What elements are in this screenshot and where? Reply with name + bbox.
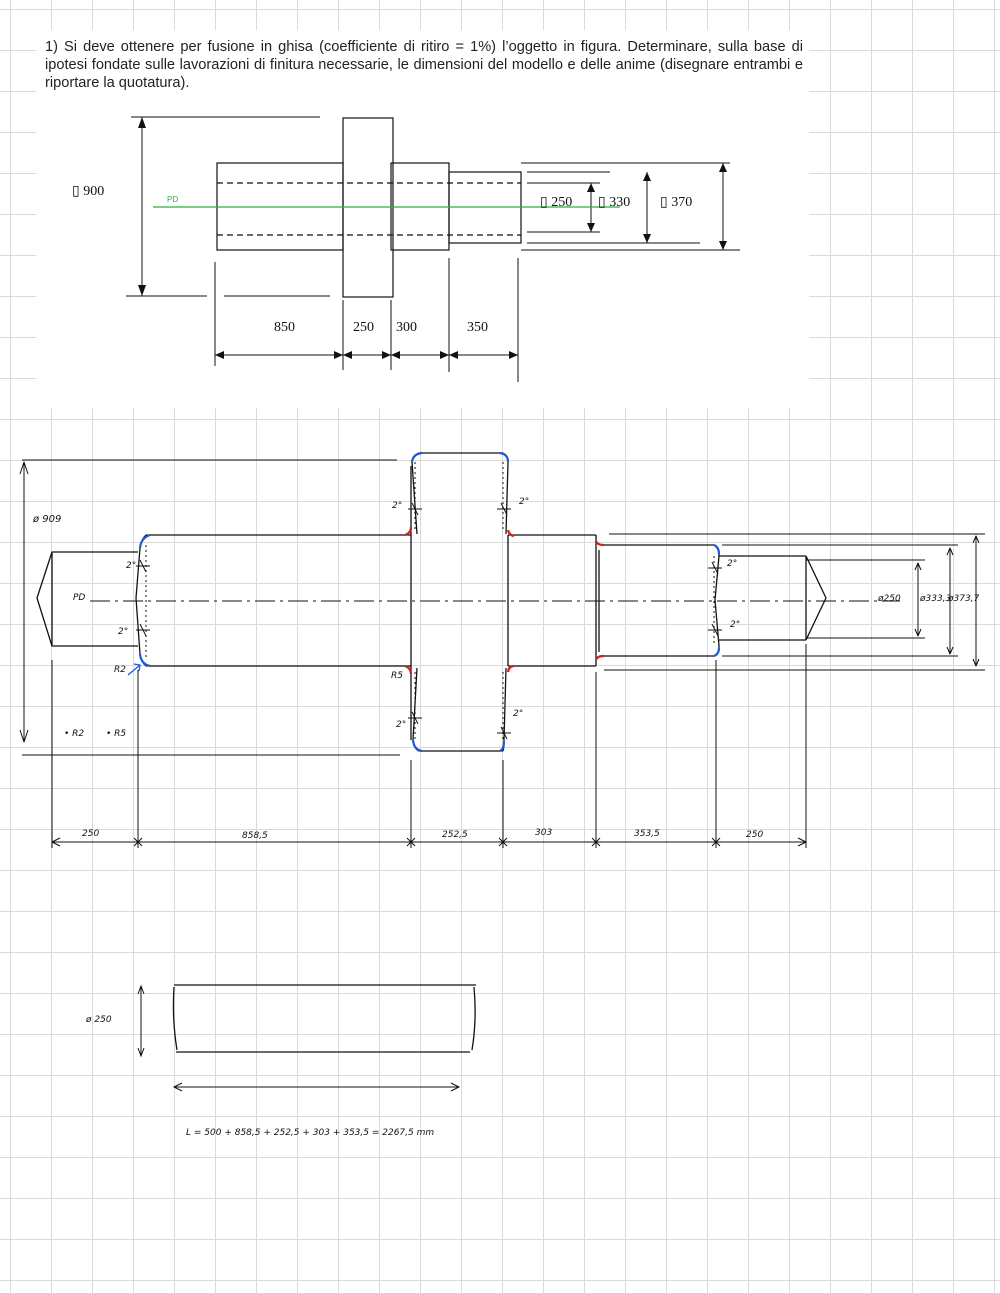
model-label-909: ø 909 [32, 514, 61, 525]
model-len-3: 303 [535, 828, 552, 838]
orig-label-250: ▯ 250 [540, 195, 572, 210]
orig-label-900: ▯ 900 [72, 184, 104, 199]
draft-label-7: 2° [727, 559, 737, 569]
orig-label-250-len: 250 [353, 320, 374, 335]
draft-label-6: 2° [513, 709, 523, 719]
printed-exercise-panel [36, 30, 809, 408]
orig-label-370: ▯ 370 [660, 195, 692, 210]
core-length-formula: L = 500 + 858,5 + 252,5 + 303 + 353,5 = … [186, 1128, 434, 1138]
model-core-print-left [36, 551, 138, 647]
original-drawing [126, 116, 740, 382]
draft-label-5: 2° [396, 720, 406, 730]
core-right-end [471, 986, 476, 1051]
core-left-end [172, 986, 178, 1051]
draft-label-3: 2° [392, 501, 402, 511]
model-length-ticks [51, 837, 807, 847]
model-label-250: ø250 [877, 594, 901, 604]
orig-label-300: 300 [396, 320, 417, 335]
r2-pointer-arrow [127, 664, 141, 676]
exercise-text: 1) Si deve ottenere per fusione in ghisa… [45, 39, 803, 91]
orig-label-850: 850 [274, 320, 295, 335]
legend-r2: • R2 [64, 729, 84, 739]
model-parting-label: PD [73, 593, 85, 603]
orig-parting-label: PD [167, 195, 178, 204]
model-len-print-end: 250 [746, 830, 763, 840]
model-label-373: ø373,7 [947, 594, 980, 604]
r2-label: R2 [114, 665, 126, 675]
core-drawing [137, 984, 476, 1092]
model-label-333: ø333,3 [919, 594, 952, 604]
draft-label-8: 2° [730, 620, 740, 630]
model-len-print: 250 [82, 829, 99, 839]
core-diam-label: ø 250 [85, 1015, 112, 1025]
model-len-2: 252,5 [442, 830, 468, 840]
r5-label: R5 [391, 671, 403, 681]
model-drawing [19, 452, 985, 848]
orig-label-330: ▯ 330 [598, 195, 630, 210]
draft-angle-marks [136, 502, 722, 740]
draft-label-4: 2° [519, 497, 529, 507]
legend-r5: • R5 [106, 729, 126, 739]
fillets [138, 451, 721, 753]
draft-label-2: 2° [118, 627, 128, 637]
orig-label-350: 350 [467, 320, 488, 335]
model-len-4: 353,5 [634, 829, 660, 839]
model-len-1: 858,5 [242, 831, 268, 841]
draft-label-1: 2° [126, 561, 136, 571]
